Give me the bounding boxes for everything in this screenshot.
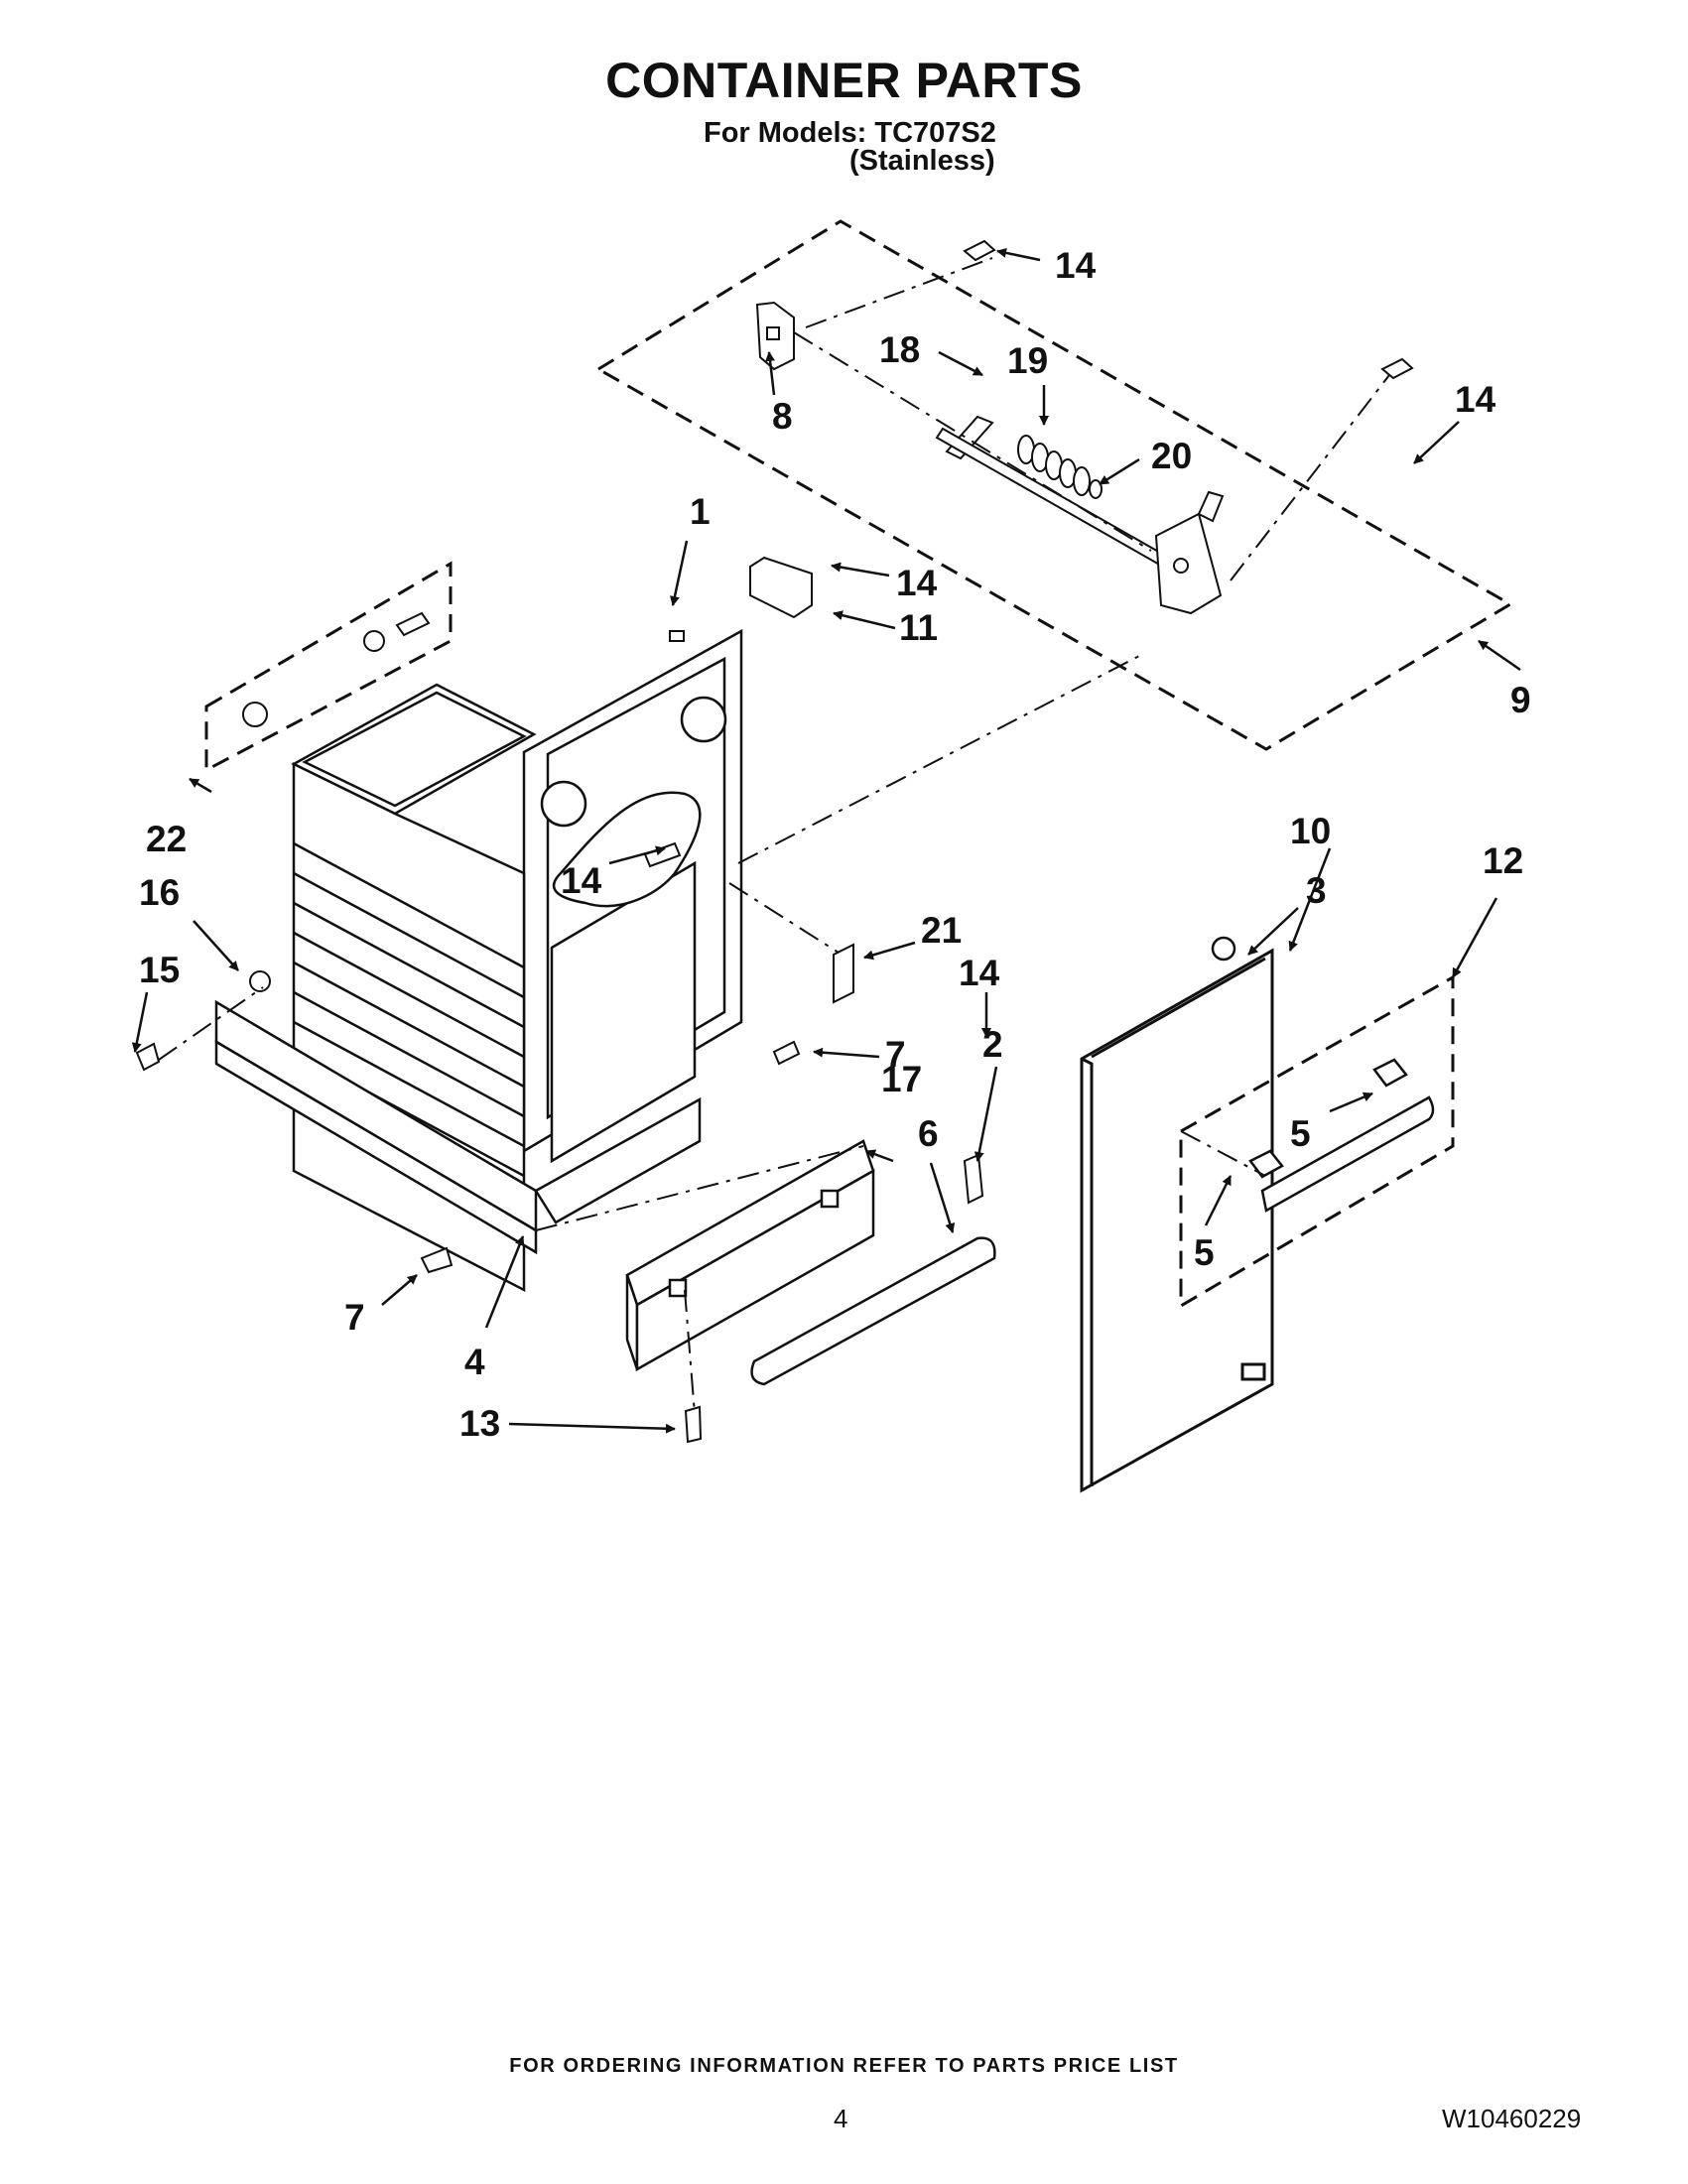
page-number: 4 — [834, 2104, 848, 2133]
callout-labels: 14 18 19 20 14 8 9 1 14 11 22 16 15 14 2… — [139, 245, 1531, 1444]
callout-13: 13 — [459, 1403, 500, 1444]
callout-5: 5 — [1194, 1232, 1215, 1273]
callout-8: 8 — [772, 396, 793, 437]
callout-17: 17 — [881, 1059, 922, 1099]
door-handle-parts — [1211, 936, 1435, 1213]
callout-7: 7 — [885, 1034, 906, 1075]
door-panel — [1080, 948, 1274, 1493]
toe-grille — [625, 1139, 875, 1372]
latch-assembly-group — [595, 219, 1513, 751]
latch-assembly-parts — [755, 239, 1414, 615]
knob-parts — [242, 611, 431, 727]
callout-5: 5 — [1290, 1113, 1311, 1154]
callout-10: 10 — [1290, 811, 1331, 851]
callout-2: 2 — [982, 1024, 1003, 1065]
door-handle-group — [1179, 974, 1455, 1309]
callout-21: 21 — [921, 910, 962, 951]
callout-19: 19 — [1007, 340, 1048, 381]
callout-14: 14 — [1055, 245, 1097, 286]
callout-14: 14 — [1455, 379, 1496, 420]
leader-lines — [158, 654, 1266, 1415]
callout-14: 14 — [959, 953, 1000, 993]
callout-14: 14 — [896, 563, 938, 603]
handle-bar — [750, 1236, 996, 1386]
callout-6: 6 — [918, 1113, 939, 1154]
page-title: CONTAINER PARTS — [605, 53, 1083, 108]
callout-15: 15 — [139, 950, 180, 990]
container-cabinet — [214, 628, 743, 1293]
callout-14: 14 — [561, 860, 602, 901]
callout-1: 1 — [690, 491, 711, 532]
callout-18: 18 — [879, 329, 920, 370]
variant-line: (Stainless) — [849, 145, 995, 177]
callout-9: 9 — [1510, 680, 1531, 720]
callout-20: 20 — [1151, 436, 1192, 476]
callout-7: 7 — [344, 1297, 365, 1338]
document-number: W10460229 — [1442, 2104, 1582, 2133]
latch-leader-lines — [793, 257, 1390, 581]
ordering-note: FOR ORDERING INFORMATION REFER TO PARTS … — [509, 2055, 1179, 2077]
callout-12: 12 — [1483, 840, 1523, 881]
callout-22: 22 — [146, 819, 187, 859]
callout-3: 3 — [1306, 870, 1327, 911]
models-line: For Models: TC707S2 — [704, 117, 996, 149]
callout-4: 4 — [464, 1342, 485, 1382]
callout-11: 11 — [899, 607, 938, 648]
callout-16: 16 — [139, 872, 180, 913]
callout-arrows — [131, 247, 1521, 1434]
